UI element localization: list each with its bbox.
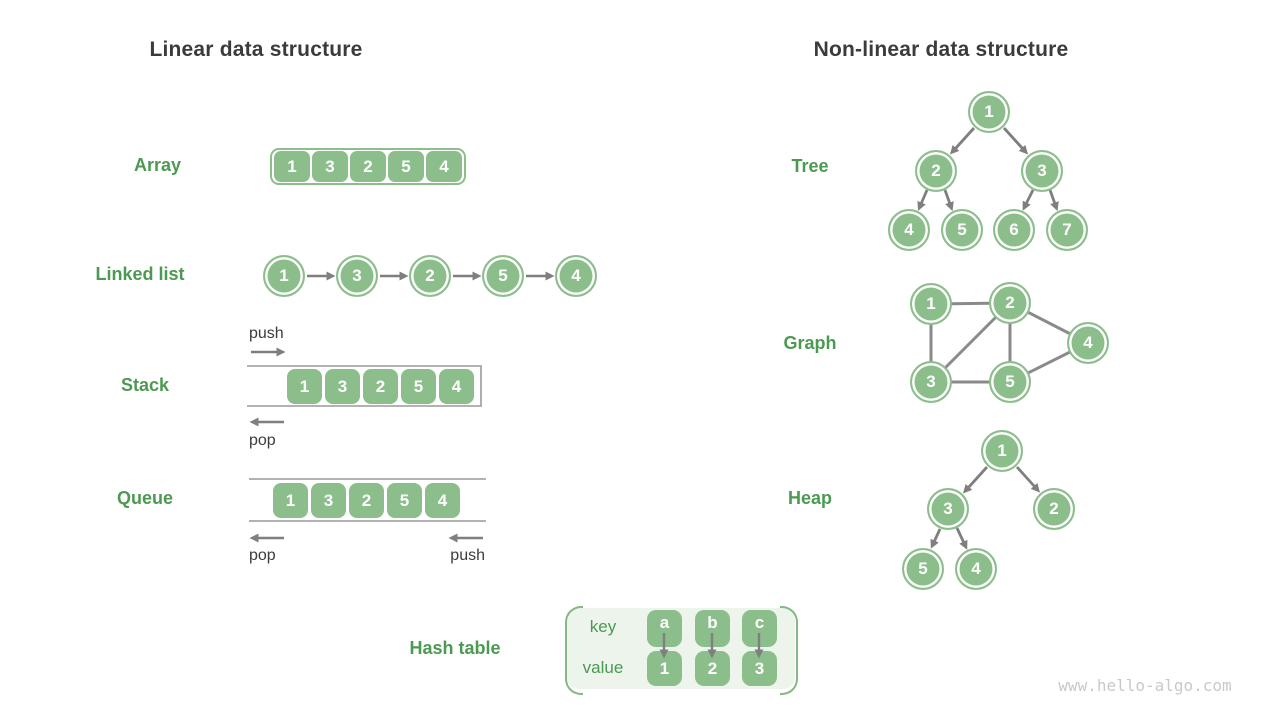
queue-item: 1 (273, 483, 308, 518)
queue-item: 3 (311, 483, 346, 518)
stack-pop-label: pop (249, 432, 276, 449)
array-cell: 2 (350, 151, 386, 182)
stack-item: 1 (287, 369, 322, 404)
left-title: Linear data structure (149, 38, 363, 61)
linked-list-node: 3 (336, 255, 378, 297)
heap-node: 1 (981, 430, 1023, 472)
stack-item: 2 (363, 369, 398, 404)
graph-node: 4 (1067, 322, 1109, 364)
heap-label: Heap (787, 488, 832, 508)
array-cell: 3 (312, 151, 348, 182)
array-cell: 5 (388, 151, 424, 182)
linked-list-node: 2 (409, 255, 451, 297)
linked-list-label: Linked list (95, 264, 185, 284)
graph-node: 3 (910, 361, 952, 403)
tree-label: Tree (791, 156, 829, 176)
stack-item: 4 (439, 369, 474, 404)
heap-node: 2 (1033, 488, 1075, 530)
heap-node: 3 (927, 488, 969, 530)
heap-edges (930, 466, 1041, 550)
right-title: Non-linear data structure (813, 38, 1069, 61)
graph-node: 1 (910, 283, 952, 325)
stack-container-outline (247, 365, 482, 407)
stack-push-label: push (249, 325, 284, 342)
stack-item: 5 (401, 369, 436, 404)
watermark: www.hello-algo.com (1058, 676, 1232, 695)
heap-node: 5 (902, 548, 944, 590)
queue-container-lines (249, 478, 486, 522)
heap-node: 4 (955, 548, 997, 590)
tree-node: 5 (941, 209, 983, 251)
queue-label: Queue (116, 488, 173, 508)
queue-pop-label: pop (249, 547, 276, 564)
tree-node: 1 (968, 91, 1010, 133)
graph-label: Graph (783, 333, 837, 353)
array-label: Array (133, 155, 182, 175)
queue-item: 5 (387, 483, 422, 518)
tree-node: 7 (1046, 209, 1088, 251)
tree-node: 6 (993, 209, 1035, 251)
tree-node: 3 (1021, 150, 1063, 192)
linked-list-node: 4 (555, 255, 597, 297)
graph-node: 5 (989, 361, 1031, 403)
tree-node: 4 (888, 209, 930, 251)
hash-value-header: value (582, 658, 624, 677)
stack-label: Stack (120, 375, 170, 395)
linked-list-node: 5 (482, 255, 524, 297)
graph-node: 2 (989, 282, 1031, 324)
hash-key-value-arrows (659, 633, 764, 659)
array-cell: 1 (274, 151, 310, 182)
stack-item: 3 (325, 369, 360, 404)
queue-push-label: push (450, 547, 485, 564)
array-cell: 4 (426, 151, 462, 182)
queue-item: 4 (425, 483, 460, 518)
tree-edges (917, 127, 1059, 212)
tree-node: 2 (915, 150, 957, 192)
hash-key-header: key (589, 617, 617, 636)
hash-table-label: Hash table (409, 638, 501, 658)
linked-list-node: 1 (263, 255, 305, 297)
array-container: 1 3 2 5 4 (270, 148, 466, 185)
queue-item: 2 (349, 483, 384, 518)
